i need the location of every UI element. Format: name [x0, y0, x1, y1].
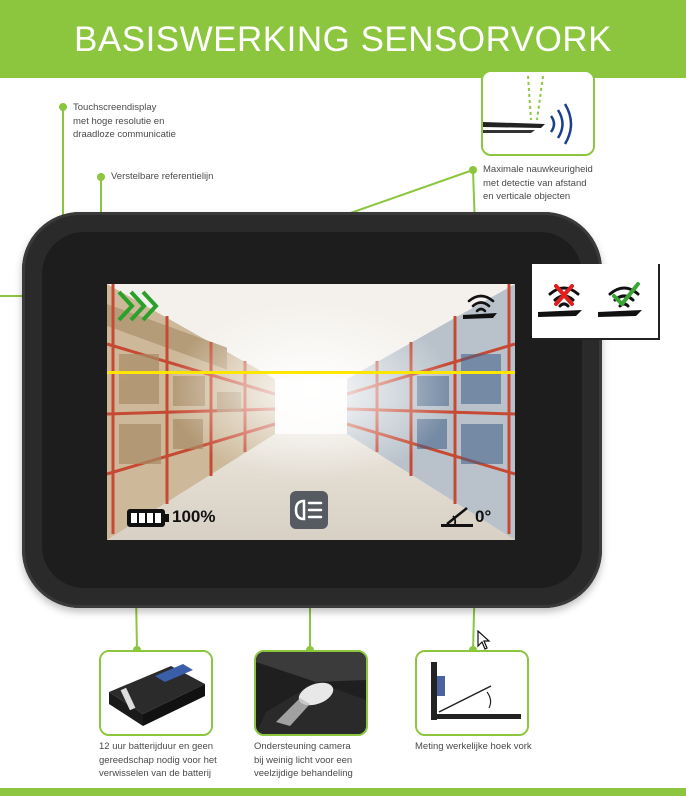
angle-callout: Meting werkelijke hoek vork: [415, 741, 532, 752]
cursor-icon: [477, 630, 491, 650]
camera-light-image: [256, 652, 366, 734]
battery-thumbnail: [99, 650, 213, 736]
sensor-thumbnail: [481, 70, 595, 156]
detection-status-panel: [532, 264, 660, 340]
touchscreen-callout: Touchscreendisplay met hoge resolutie en…: [73, 102, 176, 140]
angle-value: 0°: [475, 507, 492, 526]
fork-angle-thumbnail: [415, 650, 529, 736]
footer-bar: [0, 788, 686, 796]
battery-icon: [127, 509, 169, 527]
camera-screen[interactable]: 100% 0°: [107, 284, 515, 540]
fork-angle-image: [417, 652, 527, 734]
accuracy-callout: Maximale nauwkeurigheid met detectie van…: [483, 164, 593, 202]
battery-callout: 12 uur batterijduur en geen gereedschap …: [99, 741, 217, 779]
reference-line-callout: Verstelbare referentielijn: [111, 171, 214, 182]
headlight-button[interactable]: [290, 491, 328, 529]
wifi-fork-on-icon: [598, 282, 642, 317]
reference-line[interactable]: [107, 371, 515, 374]
camera-callout: Ondersteuning camera bij weinig licht vo…: [254, 741, 353, 779]
wifi-fork-off-icon: [538, 284, 582, 317]
angle-icon: [441, 507, 473, 527]
page-title: BASISWERKING SENSORVORK: [0, 0, 686, 78]
headlight-icon: [294, 499, 323, 521]
camera-thumbnail: [254, 650, 368, 736]
wifi-fork-icon[interactable]: [461, 290, 501, 322]
battery-percent: 100%: [172, 507, 216, 526]
battery-pack-image: [101, 652, 211, 734]
chevrons-icon[interactable]: [116, 289, 162, 323]
sensor-waves-icon: [483, 72, 593, 154]
